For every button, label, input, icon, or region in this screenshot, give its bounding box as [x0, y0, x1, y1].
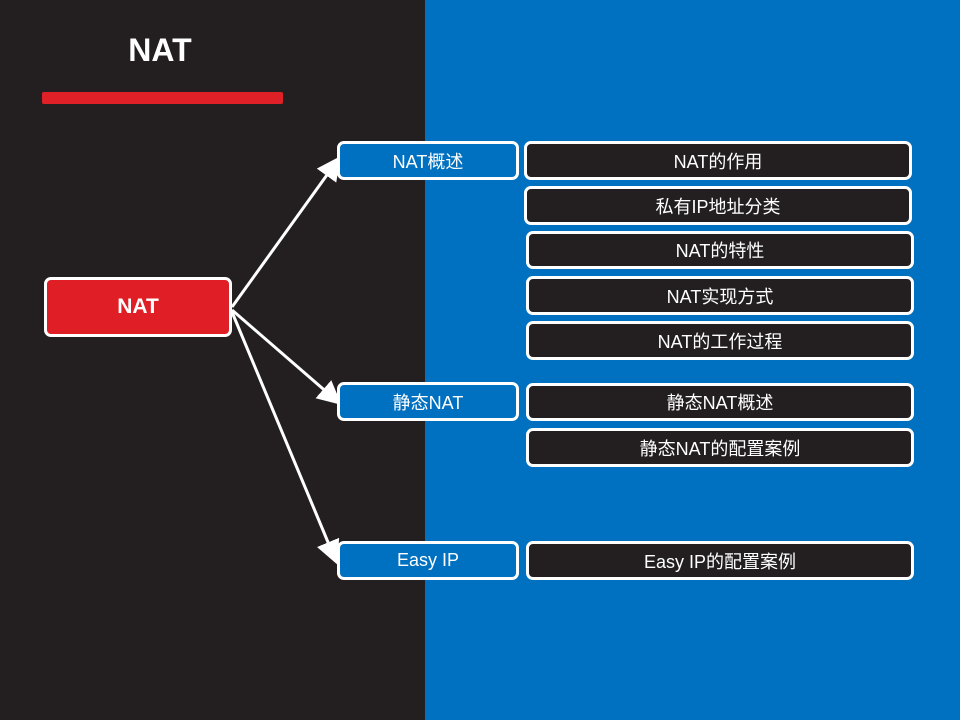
topic-nat-process[interactable]: NAT的工作过程 [526, 321, 914, 360]
slide-title: NAT [128, 32, 192, 68]
topic-nat-features[interactable]: NAT的特性 [526, 231, 914, 269]
topic-easy-ip-config[interactable]: Easy IP的配置案例 [526, 541, 914, 580]
topic-private-ip[interactable]: 私有IP地址分类 [524, 186, 912, 225]
branch-easy-ip[interactable]: Easy IP [337, 541, 519, 580]
arrow-to-static-nat [231, 308, 342, 405]
topic-nat-methods[interactable]: NAT实现方式 [526, 276, 914, 315]
dark-panel [0, 0, 425, 720]
arrow-to-easy-ip [230, 311, 340, 565]
topic-nat-purpose[interactable]: NAT的作用 [524, 141, 912, 180]
branch-nat-overview[interactable]: NAT概述 [337, 141, 519, 180]
arrow-to-nat-overview [230, 156, 341, 308]
title-underline [42, 92, 283, 104]
root-node[interactable]: NAT [44, 277, 232, 337]
topic-static-nat-config[interactable]: 静态NAT的配置案例 [526, 428, 914, 467]
topic-static-nat-overview[interactable]: 静态NAT概述 [526, 383, 914, 421]
branch-static-nat[interactable]: 静态NAT [337, 382, 519, 421]
